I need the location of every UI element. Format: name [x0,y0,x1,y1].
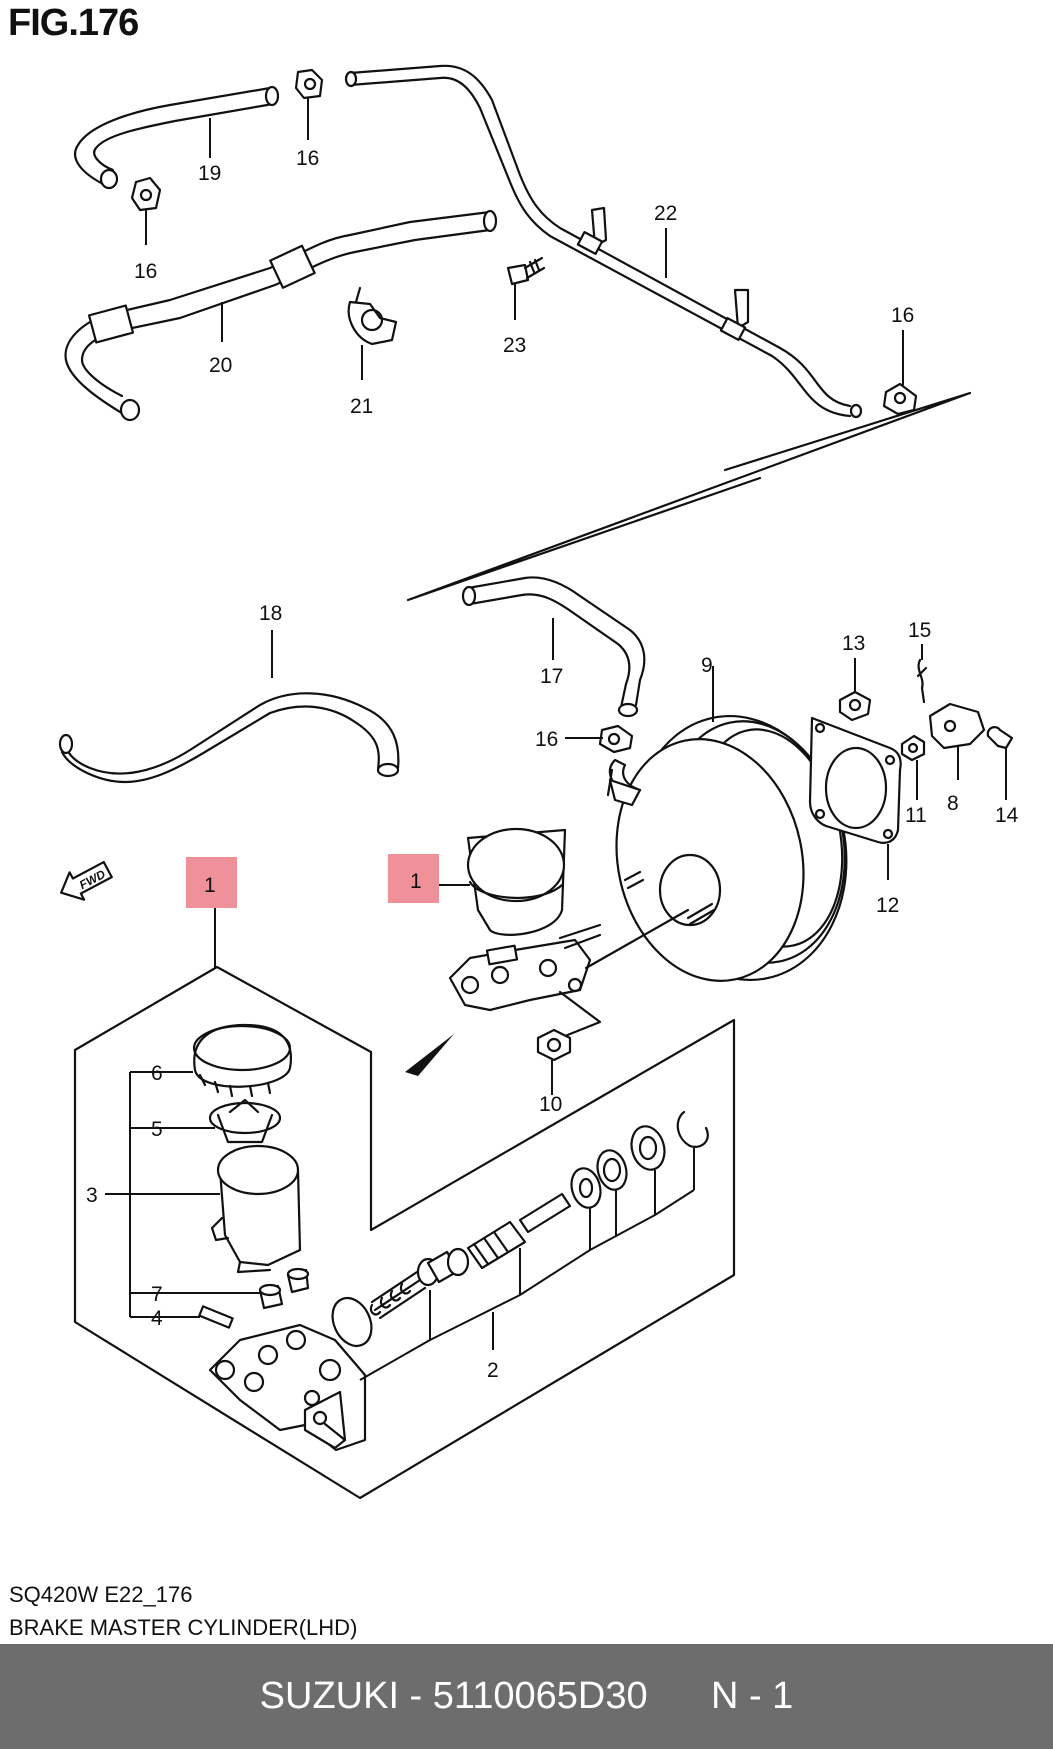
reservoir-3 [210,1144,302,1274]
figure-title: FIG.176 [8,2,139,44]
callout-10: 10 [539,1093,562,1116]
fwd-indicator: FWD [60,860,113,901]
parts-diagram: 19 16 16 20 21 23 [58,64,1019,1500]
fwd-arrow-upper [405,1034,454,1076]
hose-20 [64,209,498,422]
hose-18 [58,692,400,784]
callout-16-mid: 16 [535,728,558,751]
nut-13 [838,690,872,722]
master-cylinder-assembled [448,827,602,1012]
callout-15: 15 [908,619,931,642]
clip-16-left [130,176,162,212]
callout-2: 2 [487,1359,499,1382]
callout-16-left: 16 [134,260,157,283]
brand-part-number: SUZUKI - 5110065D30 [259,1675,648,1717]
callout-5: 5 [151,1118,163,1141]
pin-15 [916,658,928,704]
callout-6: 6 [151,1062,163,1085]
callout-20: 20 [209,354,232,377]
cylinder-body [208,1323,367,1452]
position-label: N - 1 [710,1675,794,1717]
strainer-5 [208,1098,282,1144]
callout-16-top: 16 [296,147,319,170]
footer-bar: SUZUKI - 5110065D30 N - 1 [0,1644,1053,1749]
pipe-22 [344,64,863,419]
callout-19: 19 [198,162,221,185]
callout-14: 14 [995,804,1019,827]
seals [570,1110,709,1209]
clip-21 [347,286,398,346]
callout-1-upper: 1 [410,870,422,893]
hose-17 [461,576,646,718]
o-ring [331,1296,373,1348]
callout-4: 4 [151,1307,163,1330]
pin-14 [986,726,1014,750]
nut-10 [536,1028,572,1062]
callout-3: 3 [86,1184,98,1207]
clevis-8 [928,702,986,750]
callout-21: 21 [350,395,373,418]
callout-13: 13 [842,632,865,655]
gasket-12 [808,716,902,844]
callout-18: 18 [259,602,282,625]
callout-7: 7 [151,1283,163,1306]
callout-1-lower: 1 [204,874,216,897]
highlight-box-1-lower [186,857,237,908]
caption: SQ420W E22_176 BRAKE MASTER CYLINDER(LHD… [9,1578,357,1644]
callout-22: 22 [654,202,677,225]
piston-assembly-2 [369,1192,572,1320]
model-code: SQ420W E22_176 [9,1582,193,1607]
callout-8: 8 [947,792,959,815]
callout-16-right: 16 [891,304,914,327]
callout-12: 12 [876,894,899,917]
callout-23: 23 [503,334,526,357]
highlight-box-1-upper [388,854,439,903]
bolt-23 [506,256,546,286]
clip-16-mid [598,724,634,754]
section-name: BRAKE MASTER CYLINDER(LHD) [9,1615,358,1640]
callout-11: 11 [905,804,927,827]
clip-16-top [294,68,324,100]
hose-19 [74,85,280,190]
grommets-7 [258,1267,310,1310]
callout-17: 17 [540,665,563,688]
pin-4 [198,1305,234,1329]
reservoir-cap-6 [192,1023,292,1098]
clip-16-right [882,382,918,416]
brake-booster-9 [606,714,848,982]
callout-9: 9 [701,654,713,677]
nut-11 [900,734,926,762]
exploded-view-frame [73,965,736,1500]
